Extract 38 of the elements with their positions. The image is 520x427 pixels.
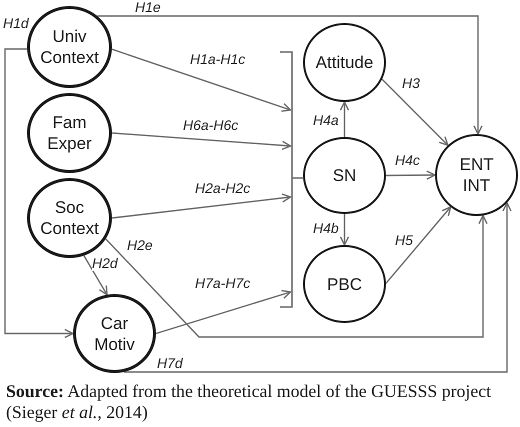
node-label: Univ Context	[40, 26, 99, 68]
edge-label: H6a-H6c	[183, 118, 238, 133]
arrow	[105, 214, 488, 338]
bracket	[280, 51, 303, 308]
arrow	[156, 290, 292, 334]
arrow	[83, 255, 108, 296]
node-label: PBC	[327, 274, 362, 294]
caption: Source: Adapted from the theoretical model of the GUESSS project (Sieger et al., 2014)	[6, 381, 492, 423]
edge-label: H7a-H7c	[195, 276, 250, 291]
node-label: SN	[332, 165, 356, 186]
arrow	[386, 170, 436, 180]
node-label: Car Motiv	[94, 312, 135, 354]
edge-label: H1d	[3, 16, 29, 31]
arrow	[4, 48, 74, 338]
edge-label: H7d	[157, 356, 183, 371]
arrow	[124, 202, 512, 373]
arrow	[112, 48, 292, 112]
arrow	[340, 214, 350, 246]
node-label: ENT INT	[460, 154, 494, 196]
edge-label: H4a	[313, 113, 339, 128]
arrow	[97, 15, 483, 135]
node-label: Soc Context	[40, 197, 99, 239]
edge-label: H5	[395, 233, 413, 248]
edge-label: H1a-H1c	[190, 52, 246, 67]
edge-label: H2a-H2c	[195, 181, 250, 196]
edge-label: H3	[402, 76, 420, 91]
edge-label: H4b	[313, 221, 339, 236]
edge-label: H4c	[395, 153, 420, 168]
arrow	[385, 206, 452, 284]
arrow	[340, 101, 350, 137]
edge-label: H2d	[92, 256, 118, 271]
edge-label: H2e	[127, 238, 153, 253]
node-label: Attitude	[316, 52, 374, 73]
node-label: Fam Exper	[47, 112, 92, 154]
arrow	[382, 78, 449, 146]
arrow	[112, 132, 292, 150]
arrow	[112, 193, 292, 219]
edge-label: H1e	[135, 0, 161, 15]
